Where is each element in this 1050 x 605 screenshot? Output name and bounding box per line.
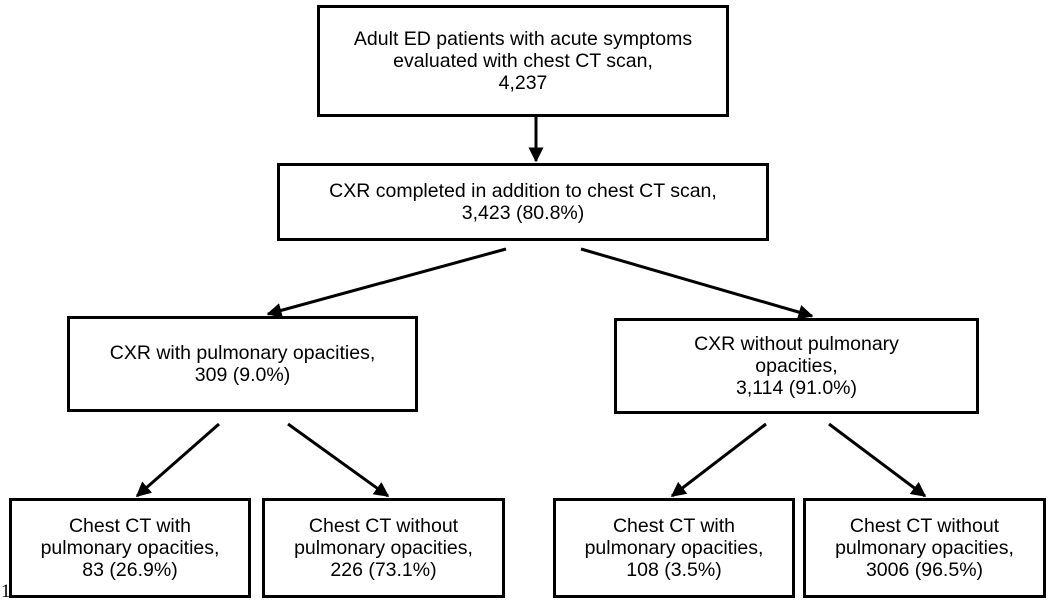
- node-text-line: Chest CT without: [308, 515, 459, 537]
- node-count: 83 (26.9%): [82, 559, 178, 581]
- node-count: 309 (9.0%): [194, 364, 291, 386]
- node-text-line: Chest CT with: [612, 515, 736, 537]
- node-text-line: Chest CT without: [849, 515, 1000, 537]
- node-text-line: Adult ED patients with acute symptoms: [353, 28, 693, 50]
- node-count: 226 (73.1%): [330, 559, 437, 581]
- node-left-ct-with-opacities: Chest CT with pulmonary opacities, 83 (2…: [9, 498, 251, 598]
- figure-number: 1: [1, 581, 11, 602]
- node-adult-ed-patients: Adult ED patients with acute symptoms ev…: [317, 5, 729, 117]
- node-text-line: pulmonary opacities,: [835, 537, 1014, 559]
- node-count: 3,114 (91.0%): [735, 377, 858, 399]
- node-text-line: pulmonary opacities,: [584, 537, 764, 559]
- node-text-line: CXR completed in addition to chest CT sc…: [329, 180, 717, 202]
- node-cxr-completed: CXR completed in addition to chest CT sc…: [277, 163, 769, 241]
- arrow-left-to-left-left: [135, 422, 220, 498]
- node-count: 108 (3.5%): [626, 559, 722, 581]
- node-text-line: CXR without pulmonary: [694, 333, 899, 355]
- node-cxr-without-opacities: CXR without pulmonary opacities, 3,114 (…: [614, 318, 979, 414]
- node-cxr-with-opacities: CXR with pulmonary opacities, 309 (9.0%): [67, 316, 418, 412]
- node-left-ct-without-opacities: Chest CT without pulmonary opacities, 22…: [262, 498, 505, 598]
- node-text-line: pulmonary opacities,: [294, 537, 473, 559]
- node-text-line: CXR with pulmonary opacities,: [109, 342, 376, 364]
- node-text-line: evaluated with chest CT scan,: [393, 50, 653, 72]
- node-text-line: pulmonary opacities,: [40, 537, 220, 559]
- arrow-cxr-to-left: [266, 247, 507, 318]
- node-right-ct-with-opacities: Chest CT with pulmonary opacities, 108 (…: [553, 498, 795, 598]
- node-text-line: opacities,: [755, 355, 838, 377]
- arrow-right-to-right-left: [670, 422, 767, 498]
- node-count: 3006 (96.5%): [865, 559, 984, 581]
- node-count: 4,237: [498, 72, 548, 94]
- arrow-right-to-right-right: [828, 422, 927, 498]
- node-right-ct-without-opacities: Chest CT without pulmonary opacities, 30…: [803, 498, 1046, 598]
- arrow-left-to-left-right: [287, 422, 390, 498]
- node-count: 3,423 (80.8%): [461, 202, 585, 224]
- node-text-line: Chest CT with: [68, 515, 192, 537]
- arrow-cxr-to-right: [580, 247, 814, 320]
